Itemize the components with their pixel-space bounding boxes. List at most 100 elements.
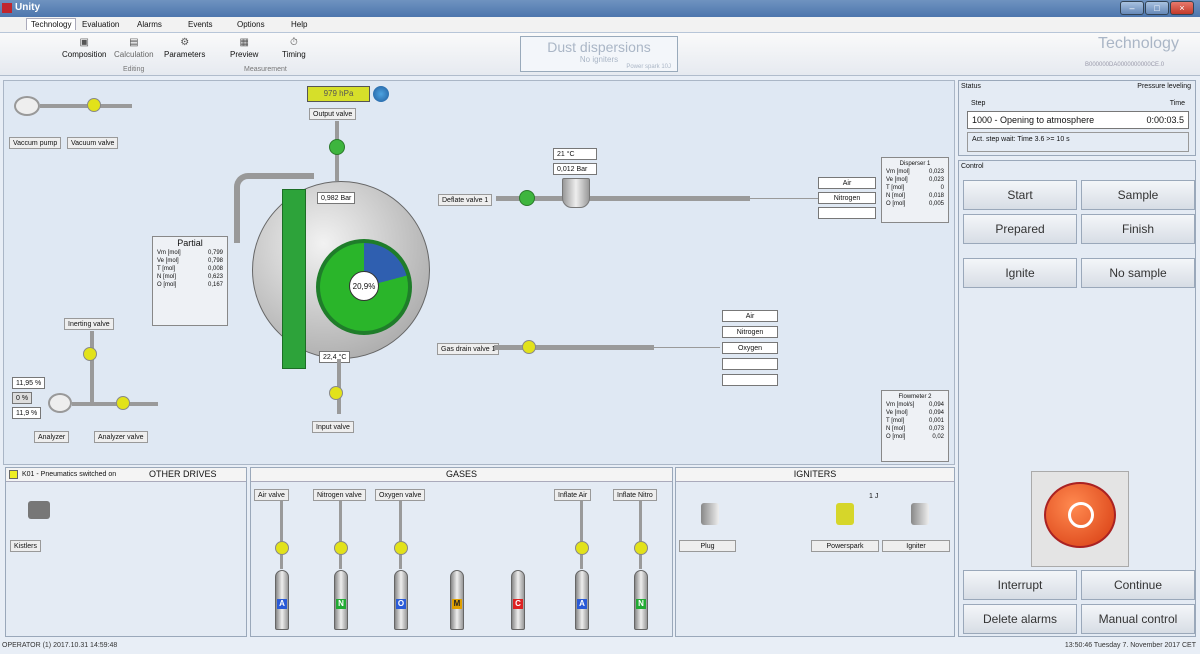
time-header: Time [1169,100,1185,107]
interrupt-button[interactable]: Interrupt [963,570,1077,600]
gas-cylinder: N [334,570,348,630]
no-sample-button[interactable]: No sample [1081,258,1195,288]
inerting-valve-label[interactable]: Inerting valve [64,318,114,330]
flowmeter-table: Flowmeter 2 Vm [mol/s]0,094 Ve [mol]0,09… [881,390,949,462]
minimize-button[interactable]: – [1120,1,1144,15]
partial-table: Partial Vm [mol]0,799 Ve [mol]0,798 T [m… [152,236,228,326]
gas-option-empty-2[interactable] [722,374,778,386]
composition-icon: ▣ [79,37,89,48]
other-drives-panel: K01 - Pneumatics switched on OTHER DRIVE… [5,467,247,637]
inflate-nitro-label[interactable]: Inflate Nitro [613,489,657,501]
plug-label[interactable]: Plug [679,540,736,552]
gas-option-empty-1[interactable] [722,358,778,370]
prepared-button[interactable]: Prepared [963,214,1077,244]
input-valve-icon[interactable] [329,386,343,400]
gas-valve-icon[interactable] [394,541,408,555]
output-valve-icon[interactable] [329,139,345,155]
partial-row: Ve [mol]0,798 [157,258,223,264]
partial-row: O [mol]0,167 [157,282,223,288]
flowmeter-row: Vm [mol/s]0,094 [886,402,944,408]
gas-valve-icon[interactable] [334,541,348,555]
inflate-air-label[interactable]: Inflate Air [554,489,592,501]
cylinder-label: N [636,599,646,609]
sample-button[interactable]: Sample [1081,180,1195,210]
calculation-icon: ▤ [129,37,139,48]
disperser-row: O [mol]0,005 [886,201,944,207]
gas-drain-valve-label[interactable]: Gas drain valve 1 [437,343,500,355]
disperser-option-air[interactable]: Air [818,177,876,189]
reactor-flange [282,189,306,369]
input-valve-label[interactable]: Input valve [312,421,354,433]
manual-control-button[interactable]: Manual control [1081,604,1195,634]
flowmeter-row: Ve [mol]0,094 [886,410,944,416]
analyzer-pump-icon [48,393,72,413]
gas-drain-valve-icon[interactable] [522,340,536,354]
parameters-button[interactable]: ⚙Parameters [164,37,206,59]
step-value: 1000 - Opening to atmosphere [972,115,1095,125]
menu-evaluation[interactable]: Evaluation [82,20,120,29]
timing-button[interactable]: ⏱Timing [282,37,306,59]
finish-button[interactable]: Finish [1081,214,1195,244]
preview-button[interactable]: ▦Preview [230,37,259,59]
gear-icon: ⚙ [180,37,190,48]
deflate-valve-label[interactable]: Deflate valve 1 [438,194,493,206]
disperser-option-empty[interactable] [818,207,876,219]
air-valve-label[interactable]: Air valve [254,489,289,501]
analyzer-label[interactable]: Analyzer [34,431,70,443]
disperser-option-nitrogen[interactable]: Nitrogen [818,192,876,204]
analyzer-valve-icon[interactable] [116,396,130,410]
output-valve-label[interactable]: Output valve [309,108,357,120]
maximize-button[interactable]: □ [1145,1,1169,15]
start-button[interactable]: Start [963,180,1077,210]
menu-technology[interactable]: Technology [26,18,77,30]
menu-events[interactable]: Events [188,20,213,29]
gas-cylinder: C [511,570,525,630]
nitrogen-valve-label[interactable]: Nitrogen valve [313,489,366,501]
composition-button[interactable]: ▣Composition [62,37,107,59]
disperser-icon [562,178,590,208]
continue-button[interactable]: Continue [1081,570,1195,600]
gas-option-air[interactable]: Air [722,310,778,322]
gas-valve-icon[interactable] [634,541,648,555]
kistlers-label[interactable]: Kistlers [10,540,41,552]
process-diagram: Vaccum pump Vacuum valve 979 hPa Output … [3,80,955,465]
gas-cylinder: O [394,570,408,630]
gas-option-nitrogen[interactable]: Nitrogen [722,326,778,338]
close-button[interactable]: × [1170,1,1194,15]
ignite-button[interactable]: Ignite [963,258,1077,288]
analyzer-value-1: 11,95 % [12,377,46,389]
delete-alarms-button[interactable]: Delete alarms [963,604,1077,634]
analyzer-value-2: 0 % [12,392,33,404]
status-panel: Status Pressure leveling Step Time 1000 … [958,80,1196,156]
oxygen-valve-label[interactable]: Oxygen valve [375,489,426,501]
vacuum-pump-icon [14,96,40,116]
gas-cylinder: A [275,570,289,630]
igniter-icon [911,503,929,525]
menu-options[interactable]: Options [237,20,265,29]
gas-option-oxygen[interactable]: Oxygen [722,342,778,354]
gas-cylinder: N [634,570,648,630]
kistler-device-icon [28,501,50,519]
menu-help[interactable]: Help [291,20,308,29]
igniters-panel: IGNITERS 1 J Plug Powerspark Igniter [675,467,955,637]
analyzer-valve-label[interactable]: Analyzer valve [94,431,148,443]
gas-valve-icon[interactable] [275,541,289,555]
deflate-valve-icon[interactable] [519,190,535,206]
vacuum-pump-label[interactable]: Vaccum pump [9,137,62,149]
system-code: B000000DA0000000000CE.0 [1085,62,1165,68]
timing-icon: ⏱ [289,37,298,48]
igniter-label[interactable]: Igniter [882,540,950,552]
powerspark-label[interactable]: Powerspark [811,540,879,552]
emergency-stop-button[interactable] [1031,471,1129,567]
vacuum-valve-icon[interactable] [87,98,101,112]
clock: 13:50:46 Tuesday 7. November 2017 CET [1064,642,1196,649]
power-spark-label: Power spark 10J [626,64,671,70]
step-header: Step [971,100,986,107]
inerting-valve-icon[interactable] [83,347,97,361]
vacuum-valve-label[interactable]: Vacuum valve [67,137,119,149]
menu-alarms[interactable]: Alarms [137,20,162,29]
partial-row: Vm [mol]0,799 [157,250,223,256]
gas-valve-icon[interactable] [575,541,589,555]
calculation-button[interactable]: ▤Calculation [114,37,154,59]
dust-title: Dust dispersions [547,39,651,55]
